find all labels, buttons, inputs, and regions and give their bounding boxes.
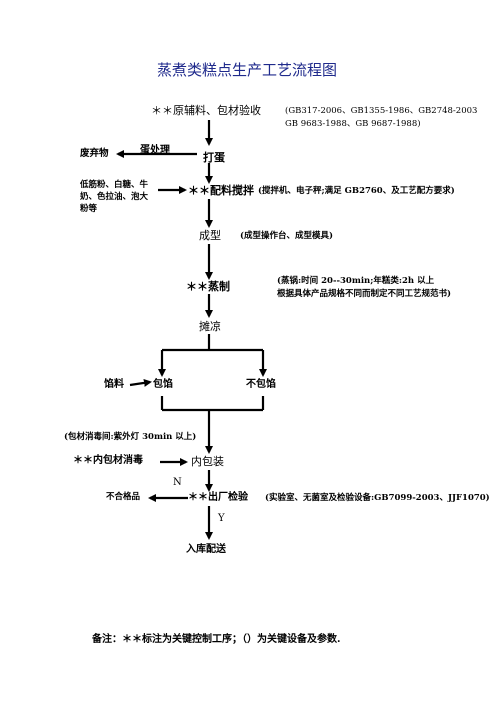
- ingredients-line2: 奶、色拉油、泡大: [80, 192, 149, 202]
- node-filling: 馅料: [104, 379, 124, 390]
- receive-standards-line1: (GB317-2006、GB1355-1986、GB2748-2003: [285, 106, 478, 116]
- node-mix: ＊＊配料搅拌: [188, 184, 254, 197]
- disinfect-note: (包材消毒间:紫外灯 30min 以上): [64, 432, 197, 442]
- node-beat-egg: 打蛋: [203, 151, 225, 164]
- arrow-filling-to-stuffed: [129, 378, 152, 387]
- node-shape: 成型: [199, 229, 221, 242]
- node-unstuffed: 不包馅: [246, 379, 276, 390]
- page-title: 蒸煮类糕点生产工艺流程图: [157, 61, 338, 79]
- node-receive: ＊＊原辅料、包材验收: [151, 104, 261, 117]
- steam-note-line2: 根据具体产品规格不同而制定不同工艺规范书): [277, 289, 452, 299]
- node-inner-disinfect: ＊＊内包材消毒: [73, 455, 143, 466]
- mix-note: (搅拌机、电子秤;满足 GB2760、及工艺配方要求): [258, 186, 455, 196]
- node-storage: 入库配送: [186, 544, 226, 555]
- node-stuffed: 包馅: [153, 379, 173, 390]
- node-inspection: ＊＊出厂检验: [188, 492, 248, 503]
- node-inner-pack: 内包装: [191, 455, 224, 468]
- node-steam: ＊＊蒸制: [186, 280, 230, 293]
- footer-note: 备注：＊＊标注为关键控制工序；（）为关键设备及参数.: [92, 634, 341, 645]
- node-cool: 摊凉: [199, 320, 221, 333]
- receive-standards-line2: GB 9683-1988、GB 9687-1988): [285, 119, 421, 129]
- node-waste: 废弃物: [80, 148, 109, 159]
- steam-note-line1: (蒸锅:时间 20--30min;年糕类:2h 以上: [277, 276, 435, 286]
- node-egg-process: 蛋处理: [140, 145, 170, 156]
- ingredients-line1: 低筋粉、白糖、牛: [80, 180, 149, 190]
- node-unqualified: 不合格品: [106, 492, 141, 502]
- ingredients-line3: 粉等: [80, 204, 98, 214]
- label-n: N: [173, 477, 182, 488]
- inspection-note: (实验室、无菌室及检验设备:GB7099-2003、JJF1070): [265, 493, 490, 503]
- label-y: Y: [218, 513, 225, 524]
- shape-note: (成型操作台、成型模具): [240, 231, 334, 241]
